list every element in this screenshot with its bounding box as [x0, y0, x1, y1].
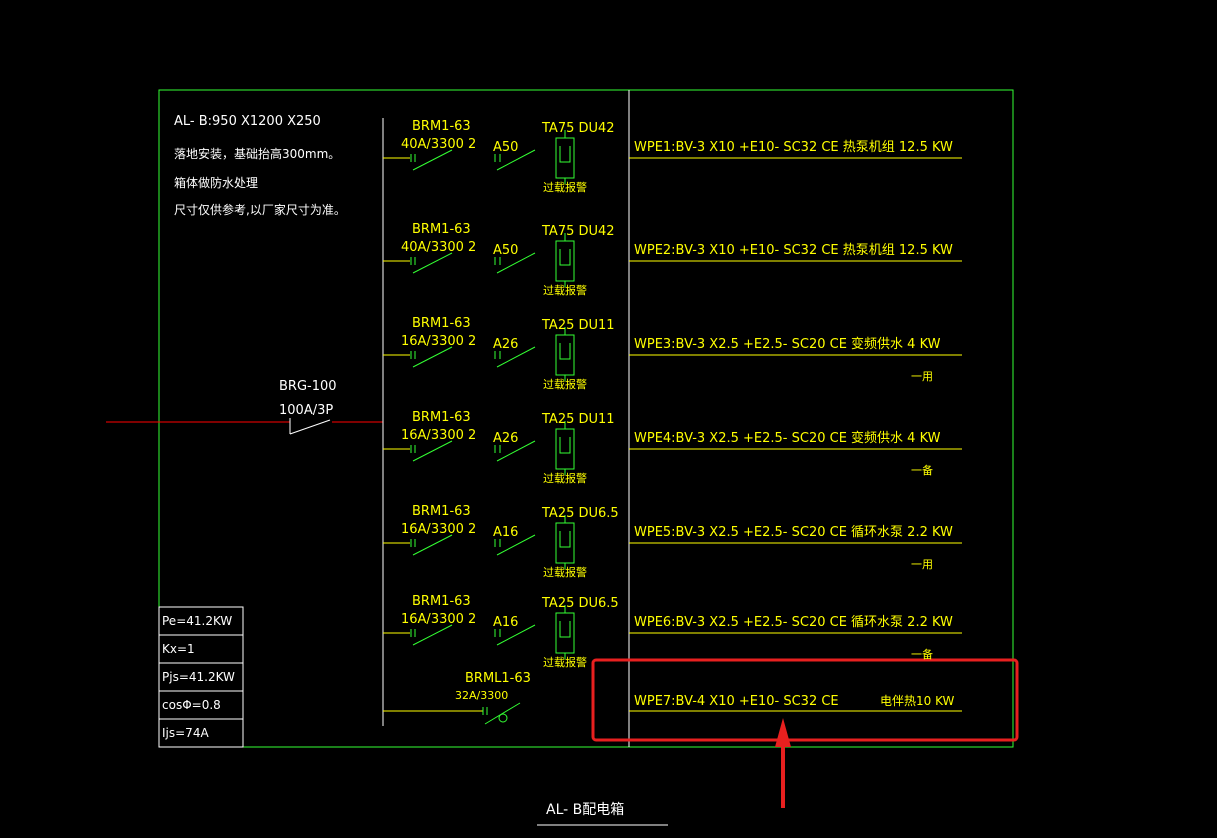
branch-contactor: A50 — [493, 243, 519, 258]
branch-breaker-model: BRM1-63 — [412, 594, 471, 609]
branch-thermal-relay: TA25 DU6.5 — [542, 596, 619, 611]
branch-circuit: WPE3:BV-3 X2.5 +E2.5- SC20 CE 变频供水 4 KW — [634, 337, 941, 352]
branch-contactor: A26 — [493, 337, 519, 352]
drawing-title: AL- B配电箱 — [546, 802, 625, 818]
branch-thermal-relay: TA75 DU42 — [542, 121, 615, 136]
branch-thermal-relay: TA25 DU11 — [542, 318, 615, 333]
last-branch-rating: 32A/3300 — [455, 689, 509, 702]
branch-breaker-model: BRM1-63 — [412, 504, 471, 519]
branch-note: 一备 — [911, 464, 933, 477]
summary-kx: Kx=1 — [162, 642, 195, 656]
summary-cos: cosΦ=0.8 — [162, 698, 221, 712]
breaker-blade — [412, 624, 453, 646]
thermal-relay-box — [555, 334, 575, 376]
branch-breaker-rating: 40A/3300 2 — [401, 240, 477, 255]
last-branch-load: 电伴热10 KW — [880, 694, 955, 708]
breaker-blade — [412, 534, 453, 556]
thermal-relay-element — [559, 531, 571, 548]
branch-contactor: A50 — [493, 140, 519, 155]
contactor-blade — [496, 624, 536, 646]
outer-frame — [158, 89, 1014, 748]
branch-circuit: WPE1:BV-3 X10 +E10- SC32 CE 热泵机组 12.5 KW — [634, 140, 953, 155]
main-breaker-rating: 100A/3P — [279, 403, 334, 418]
branch-thermal-relay: TA25 DU11 — [542, 412, 615, 427]
highlight-box — [591, 658, 1019, 742]
branch-breaker-rating: 40A/3300 2 — [401, 137, 477, 152]
thermal-relay-box — [555, 137, 575, 179]
thermal-relay-box — [555, 612, 575, 654]
thermal-relay-box — [555, 240, 575, 282]
branch-breaker-rating: 16A/3300 2 — [401, 612, 477, 627]
branch-breaker-rating: 16A/3300 2 — [401, 522, 477, 537]
branch-breaker-rating: 16A/3300 2 — [401, 334, 477, 349]
branch-note: 一用 — [911, 370, 933, 383]
main-breaker-blade — [289, 419, 331, 435]
thermal-relay-element — [559, 249, 571, 266]
note-line-3: 尺寸仅供参考,以厂家尺寸为准。 — [174, 203, 346, 217]
branch-breaker-model: BRM1-63 — [412, 410, 471, 425]
contactor-blade — [496, 440, 536, 462]
branch-note: 一用 — [911, 558, 933, 571]
last-branch-terminal — [498, 713, 508, 723]
last-branch-blade — [484, 702, 521, 725]
branch-contactor: A26 — [493, 431, 519, 446]
branch-alarm-label: 过载报警 — [543, 566, 587, 579]
note-line-2: 箱体做防水处理 — [174, 176, 259, 190]
thermal-relay-element — [559, 343, 571, 360]
branch-note: 一备 — [911, 648, 933, 661]
summary-table-grid — [158, 606, 244, 748]
thermal-relay-box — [555, 428, 575, 470]
highlight-arrow-head — [775, 718, 791, 747]
breaker-blade — [412, 149, 453, 171]
contactor-blade — [496, 149, 536, 171]
box-dimensions: AL- B:950 X1200 X250 — [174, 114, 321, 129]
branch-alarm-label: 过载报警 — [543, 656, 587, 669]
thermal-relay-box — [555, 522, 575, 564]
contactor-blade — [496, 252, 536, 274]
main-breaker-model: BRG-100 — [279, 379, 337, 394]
note-line-1: 落地安装，基础抬高300mm。 — [174, 147, 341, 161]
branch-breaker-model: BRM1-63 — [412, 119, 471, 134]
thermal-relay-element — [559, 621, 571, 638]
contactor-blade — [496, 534, 536, 556]
last-branch-breaker: BRML1-63 — [465, 671, 531, 686]
breaker-blade — [412, 440, 453, 462]
branch-contactor: A16 — [493, 525, 519, 540]
branch-circuit: WPE5:BV-3 X2.5 +E2.5- SC20 CE 循环水泵 2.2 K… — [634, 525, 953, 540]
branch-circuit: WPE6:BV-3 X2.5 +E2.5- SC20 CE 循环水泵 2.2 K… — [634, 615, 953, 630]
summary-ijs: Ijs=74A — [162, 726, 209, 740]
branch-breaker-rating: 16A/3300 2 — [401, 428, 477, 443]
branch-alarm-label: 过载报警 — [543, 472, 587, 485]
summary-pe: Pe=41.2KW — [162, 614, 233, 628]
breaker-blade — [412, 346, 453, 368]
breaker-blade — [412, 252, 453, 274]
branch-contactor: A16 — [493, 615, 519, 630]
branch-alarm-label: 过载报警 — [543, 284, 587, 297]
branch-thermal-relay: TA25 DU6.5 — [542, 506, 619, 521]
branch-thermal-relay: TA75 DU42 — [542, 224, 615, 239]
thermal-relay-element — [559, 437, 571, 454]
branch-circuit: WPE2:BV-3 X10 +E10- SC32 CE 热泵机组 12.5 KW — [634, 243, 953, 258]
branch-breaker-model: BRM1-63 — [412, 316, 471, 331]
contactor-blade — [496, 346, 536, 368]
summary-pjs: Pjs=41.2KW — [162, 670, 235, 684]
branch-circuit: WPE4:BV-3 X2.5 +E2.5- SC20 CE 变频供水 4 KW — [634, 431, 941, 446]
last-branch-circuit: WPE7:BV-4 X10 +E10- SC32 CE — [634, 694, 839, 709]
branch-breaker-model: BRM1-63 — [412, 222, 471, 237]
branch-alarm-label: 过载报警 — [543, 378, 587, 391]
thermal-relay-element — [559, 146, 571, 163]
branch-alarm-label: 过载报警 — [543, 181, 587, 194]
